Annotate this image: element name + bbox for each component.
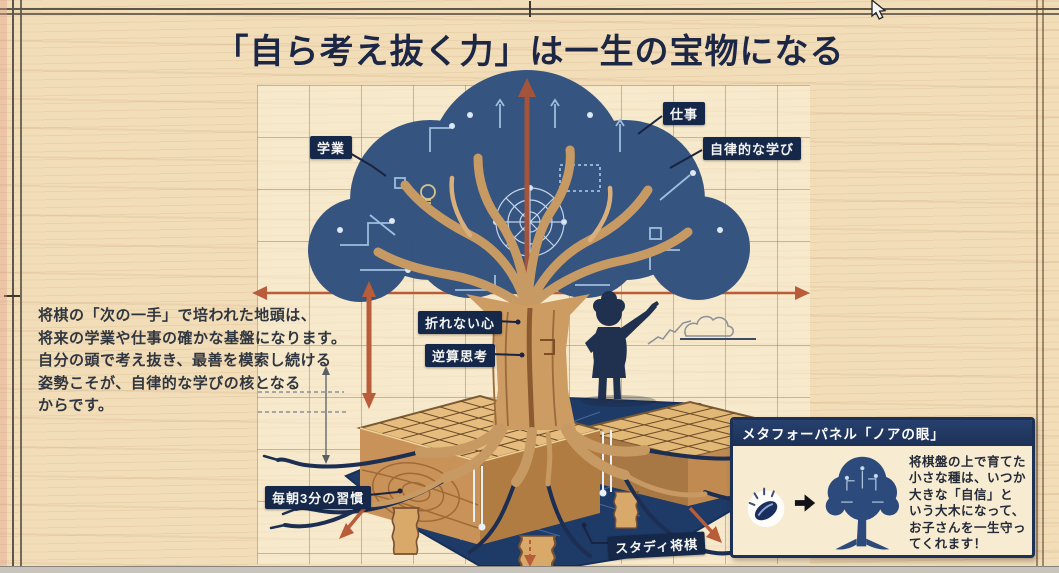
panel-text-line: お子さんを一生守っ xyxy=(908,520,1026,535)
branches xyxy=(373,145,693,315)
shogi-board-left xyxy=(356,394,604,573)
corner-arrows xyxy=(339,502,722,567)
metaphor-panel-title: メタフォーパネル「ノアの眼」 xyxy=(733,420,1032,446)
intro-line: 将棋の「次の一手」で培われた地頭は、 xyxy=(38,307,317,324)
intro-line: 将来の学業や仕事の確かな基盤になります。 xyxy=(38,329,347,347)
mouse-cursor-icon xyxy=(871,0,887,20)
panel-text-line: いう大木になって、 xyxy=(908,504,1025,518)
transform-arrow-icon xyxy=(795,494,816,512)
cloud-sketch xyxy=(684,315,734,337)
left-border-line-2 xyxy=(20,0,22,573)
panel-text-line: 将棋盤の上で育てた xyxy=(908,454,1026,469)
panel-text-line: てくれます！ xyxy=(908,537,987,551)
growth-up-arrow xyxy=(518,78,536,300)
label-backward-thinking: 逆算思考 xyxy=(425,344,496,367)
thin-measure-arrow xyxy=(322,366,330,464)
confidence-tree-icon xyxy=(825,456,900,550)
roots-tan xyxy=(362,423,708,508)
panel-text-line: 大きな「自信」と xyxy=(908,487,1013,502)
left-border-line xyxy=(12,0,14,573)
intro-line: 姿勢こそが、自律的な学びの核となる xyxy=(38,374,301,392)
intro-line: 自分の頭で考え抜き、最善を模索し続ける xyxy=(38,352,332,369)
label-academics: 学業 xyxy=(310,136,353,159)
top-tick-mark xyxy=(529,1,531,17)
label-resilient-mind: 折れない心 xyxy=(418,311,503,334)
intro-paragraph: 将棋の「次の一手」で培われた地頭は、 将来の学業や仕事の確かな基盤になります。 … xyxy=(38,305,358,418)
left-edge-tint xyxy=(0,0,7,573)
wood-seam-line-2 xyxy=(1042,0,1044,573)
label-work: 仕事 xyxy=(663,102,706,125)
panel-text-line: 小さな種は、いつか xyxy=(908,471,1026,485)
metaphor-panel-text: 将棋盤の上で育てた 小さな種は、いつか 大きな「自信」と いう大木になって、 お… xyxy=(909,454,1026,553)
label-morning-habit: 毎朝3分の習慣 xyxy=(265,486,372,509)
growth-curve-sketch xyxy=(647,320,692,345)
seed-icon xyxy=(747,487,785,528)
child-silhouette xyxy=(580,291,659,407)
vertical-measure-arrow xyxy=(362,281,376,409)
label-autonomous-learning: 自律的な学び xyxy=(703,137,802,160)
metaphor-panel: メタフォーパネル「ノアの眼」 xyxy=(730,417,1035,558)
intro-line: からです。 xyxy=(38,397,114,414)
left-tick-mark xyxy=(4,295,20,297)
page-title: 「自ら考え抜く力」は一生の宝物になる xyxy=(214,34,845,71)
bottom-edge-strip xyxy=(0,566,1059,573)
wood-seam-line xyxy=(1036,0,1038,573)
